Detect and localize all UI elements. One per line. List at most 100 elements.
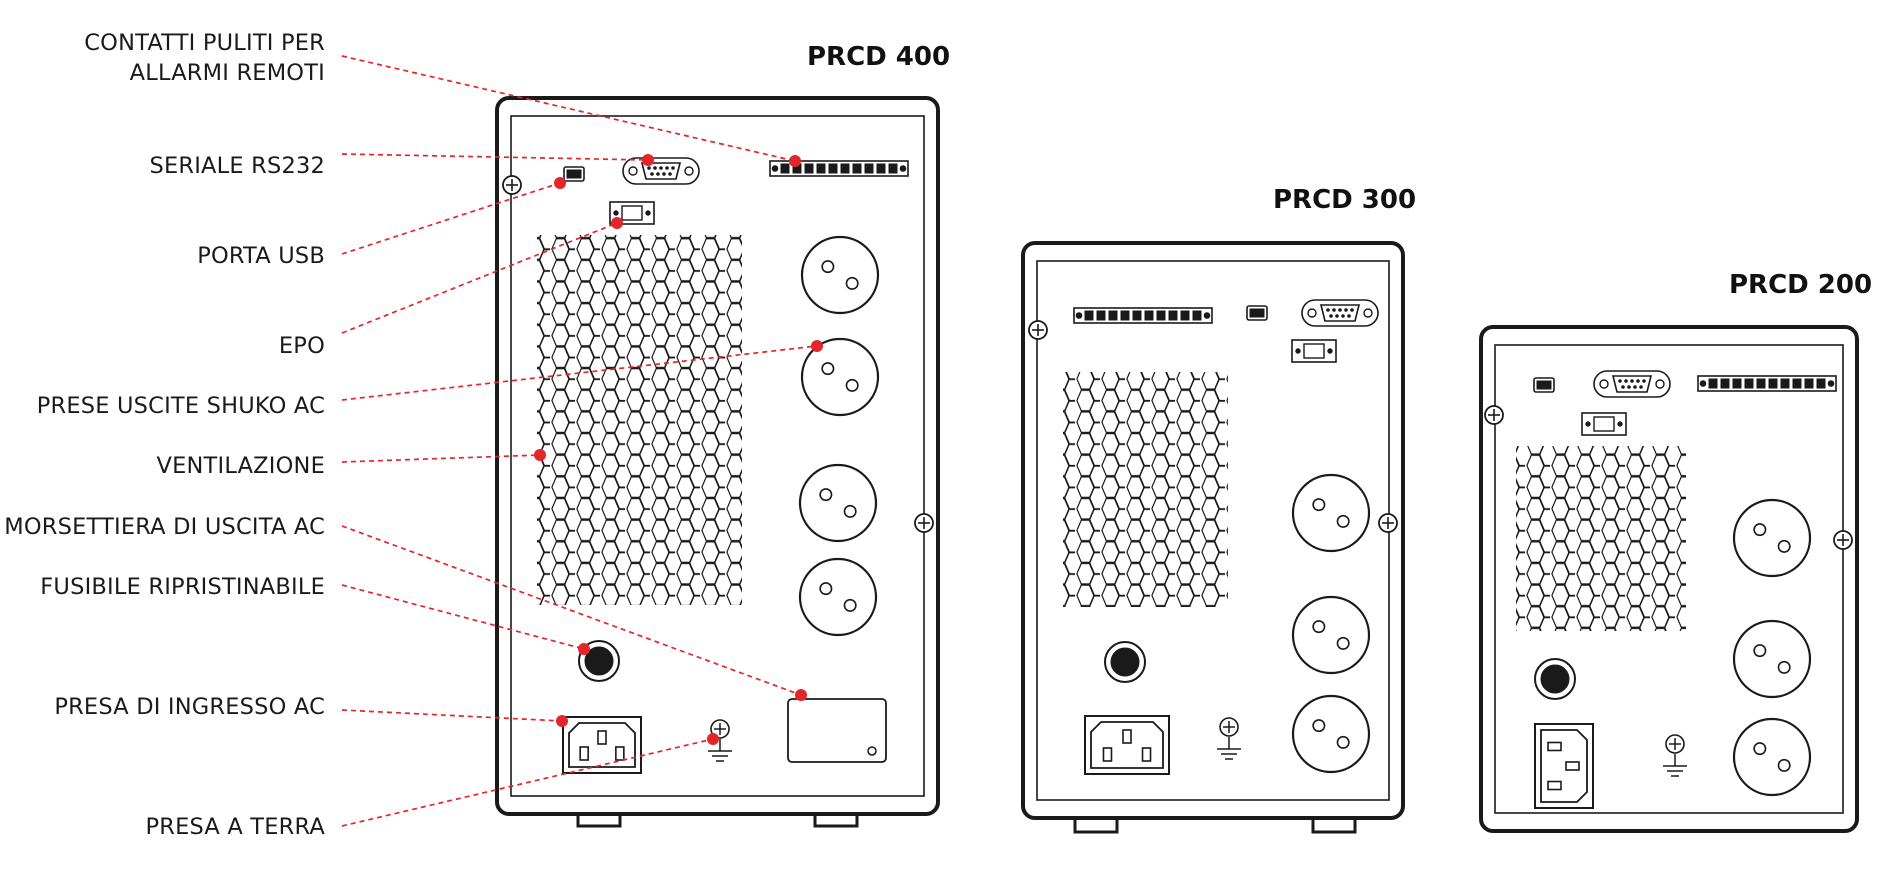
iec-pin <box>1565 761 1580 771</box>
callout-dot <box>795 689 807 701</box>
terminal-end-screw <box>1827 380 1835 387</box>
label-line: CONTATTI PULITI PER <box>84 30 325 56</box>
fuse-button <box>1110 647 1140 677</box>
outlet-face <box>800 235 880 315</box>
callout-dot <box>611 217 623 229</box>
usb-insert <box>1536 380 1552 390</box>
terminal-contact <box>1804 378 1814 389</box>
mounting-screw-icon <box>914 513 934 533</box>
model-title-prcd200: PRCD 200 <box>1729 270 1873 300</box>
usb-insert <box>1249 308 1265 318</box>
label-epo: EPO <box>278 333 325 359</box>
db9-pin <box>1338 308 1342 312</box>
usb-insert <box>566 169 582 179</box>
outlet-pin-hole <box>1777 539 1791 553</box>
epo-jack <box>621 205 643 221</box>
label-ventilation: VENTILAZIONE <box>156 453 325 479</box>
db9-pin <box>1630 379 1634 383</box>
ground-terminal-icon <box>1663 734 1687 777</box>
iec-pin <box>1141 747 1152 762</box>
schuko-outlet <box>798 463 878 543</box>
epo-screw <box>1617 421 1623 427</box>
iec-inner <box>1540 729 1588 803</box>
db9-connector <box>1593 370 1671 398</box>
outlet-pin-hole <box>821 260 835 274</box>
terminal-contact <box>1096 310 1106 321</box>
iec-inner <box>1090 721 1164 769</box>
terminal-contact <box>876 163 886 174</box>
callout-ventilation <box>341 449 546 463</box>
db9-screw <box>1363 308 1373 318</box>
terminal-contact <box>1132 310 1142 321</box>
db9-pin <box>1326 308 1330 312</box>
db9-pin <box>1624 379 1628 383</box>
db9-shell <box>1611 375 1653 393</box>
db9-pin <box>647 166 651 170</box>
schuko-outlet <box>800 337 880 417</box>
usb-port-icon <box>1246 305 1268 321</box>
callout-leader-line <box>341 182 561 255</box>
callout-resettable-fuse <box>341 584 590 655</box>
callout-leader-line <box>341 738 714 827</box>
mounting-screw-icon <box>1028 320 1048 340</box>
schuko-outlet <box>1732 619 1812 699</box>
terminal-contact <box>1144 310 1154 321</box>
unit-prcd200 <box>1479 325 1859 833</box>
db9-pin <box>1618 379 1622 383</box>
outlet-face <box>1732 717 1812 797</box>
db9-pin <box>668 172 672 176</box>
epo-screw <box>1585 421 1591 427</box>
db9-pin <box>1639 385 1643 389</box>
iec-input-socket <box>1084 715 1170 775</box>
epo-connector <box>1581 412 1627 436</box>
outlet-face <box>798 463 878 543</box>
ventilation-grille <box>537 235 742 605</box>
terminal-block <box>769 160 909 177</box>
terminal-contact <box>1744 378 1754 389</box>
db9-pin <box>665 166 669 170</box>
callout-usb-port <box>341 177 566 255</box>
db9-pin <box>1335 314 1339 318</box>
terminal-contact <box>888 163 898 174</box>
callout-leader-line <box>341 709 563 722</box>
schuko-outlet <box>800 235 880 315</box>
ventilation-grille <box>1516 446 1686 631</box>
outlet-pin-hole <box>1336 735 1350 749</box>
mounting-screw-icon <box>502 175 522 195</box>
iec-pin <box>1547 780 1562 791</box>
label-schuko-outlets: PRESE USCITE SHUKO AC <box>36 393 325 419</box>
outlet-face <box>800 337 880 417</box>
outlet-pin-hole <box>1777 660 1791 674</box>
terminal-contact <box>780 163 790 174</box>
db9-pin <box>1642 379 1646 383</box>
outlet-pin-hole <box>1753 742 1767 756</box>
outlet-face <box>1732 619 1812 699</box>
iec-input-socket <box>562 716 642 774</box>
unit-prcd300 <box>1021 241 1405 834</box>
outlet-pin-hole <box>819 582 833 596</box>
outlet-face <box>1291 694 1371 774</box>
callout-ground-socket <box>341 733 719 827</box>
outlet-pin-hole <box>819 488 833 502</box>
terminal-contact <box>1756 378 1766 389</box>
terminal-contact <box>1180 310 1190 321</box>
label-ac-input-socket: PRESA DI INGRESSO AC <box>54 694 325 720</box>
outlet-pin-hole <box>1336 636 1350 650</box>
terminal-contact <box>1168 310 1178 321</box>
epo-screw <box>1327 348 1333 354</box>
callout-rs232-serial <box>341 153 654 166</box>
callout-leader-line <box>341 525 802 696</box>
outlet-pin-hole <box>821 362 835 376</box>
callout-ac-input-socket <box>341 709 568 727</box>
callout-leader-line <box>341 153 649 161</box>
ground-terminal-icon <box>708 719 732 762</box>
callout-dot <box>707 733 719 745</box>
db9-screw <box>628 166 638 176</box>
terminal-end-screw <box>1699 380 1707 387</box>
terminal-contact <box>1768 378 1778 389</box>
epo-connector <box>609 201 655 225</box>
iec-pin <box>615 746 625 761</box>
terminal-contact <box>1192 310 1202 321</box>
